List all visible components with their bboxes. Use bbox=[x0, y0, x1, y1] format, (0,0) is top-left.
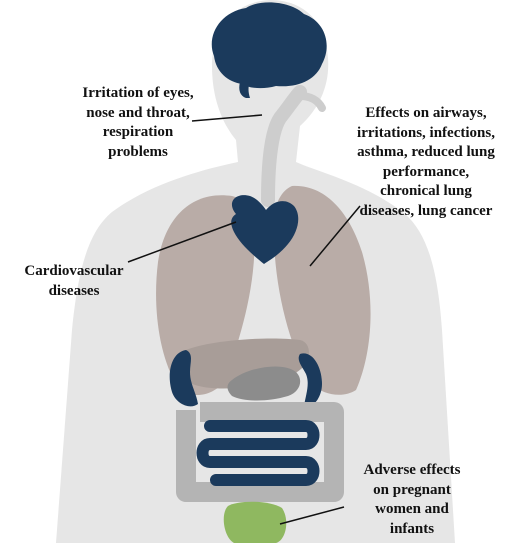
label-cardiovascular: Cardiovascular diseases bbox=[6, 262, 142, 301]
label-pregnant: Adverse effects on pregnant women and in… bbox=[342, 461, 482, 539]
label-irritation: Irritation of eyes, nose and throat, res… bbox=[48, 84, 228, 162]
label-airways: Effects on airways, irritations, infecti… bbox=[340, 104, 508, 221]
bladder bbox=[224, 502, 287, 543]
